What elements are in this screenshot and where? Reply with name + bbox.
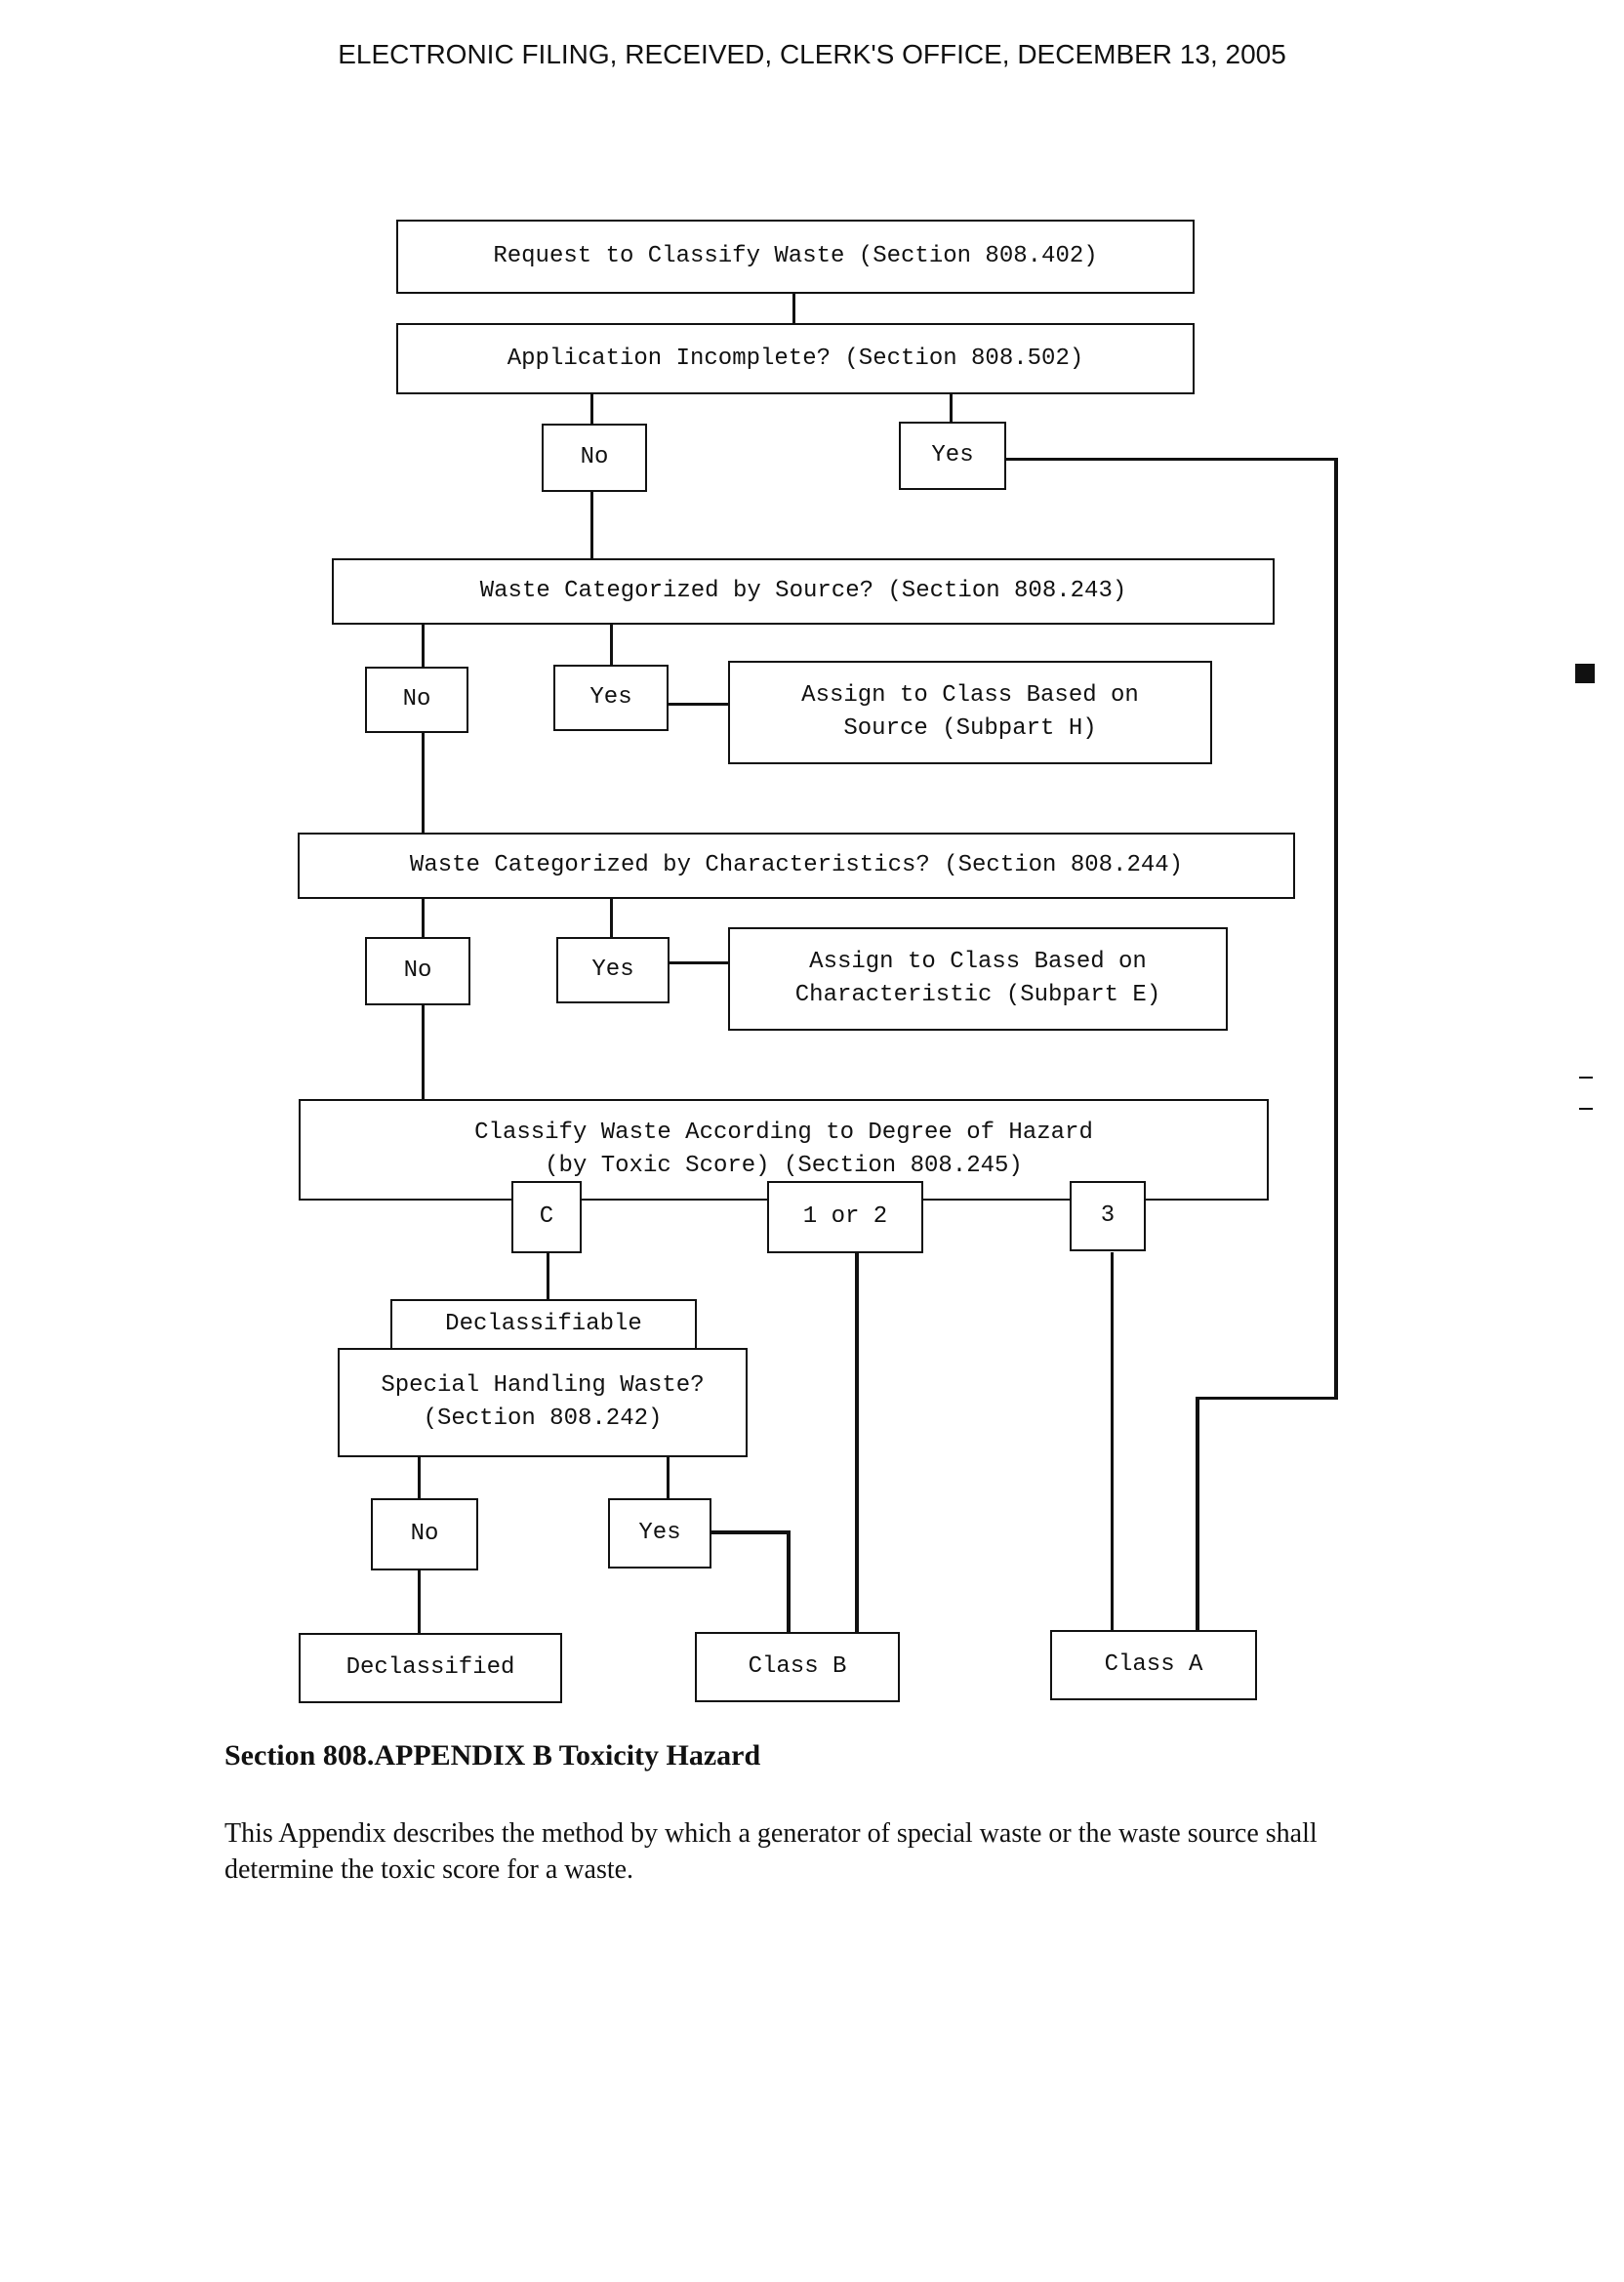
connector <box>1196 1397 1199 1639</box>
classification-flowchart: Request to Classify Waste (Section 808.4… <box>298 220 1338 1703</box>
incomplete-no-box: No <box>542 424 647 492</box>
class-b-box: Class B <box>695 1632 900 1702</box>
connector <box>710 1530 791 1534</box>
assign-by-characteristic-box: Assign to Class Based on Characteristic … <box>728 927 1228 1031</box>
connector <box>669 703 730 706</box>
connector <box>418 1457 421 1504</box>
connector <box>950 392 953 426</box>
score-c-box: C <box>511 1181 582 1253</box>
assign-by-source-box: Assign to Class Based on Source (Subpart… <box>728 661 1212 764</box>
section-heading: Section 808.APPENDIX B Toxicity Hazard <box>224 1739 761 1772</box>
characteristics-yes-box: Yes <box>556 937 670 1003</box>
declassifiable-box: Declassifiable <box>390 1299 697 1350</box>
filing-header: ELECTRONIC FILING, RECEIVED, CLERK'S OFF… <box>338 39 1286 69</box>
connector <box>422 896 425 939</box>
special-handling-question-box: Special Handling Waste? (Section 808.242… <box>338 1348 748 1457</box>
declassified-box: Declassified <box>299 1633 562 1703</box>
connector <box>667 1457 670 1504</box>
connector <box>547 1252 549 1301</box>
request-classify-box: Request to Classify Waste (Section 808.4… <box>396 220 1195 294</box>
connector <box>610 896 613 939</box>
connector <box>1196 1397 1338 1400</box>
connector <box>422 718 425 835</box>
connector <box>590 490 593 560</box>
connector <box>590 392 593 426</box>
score-1-or-2-box: 1 or 2 <box>767 1181 923 1253</box>
characteristics-question-box: Waste Categorized by Characteristics? (S… <box>298 833 1295 899</box>
connector <box>668 961 730 964</box>
margin-scan-mark <box>1575 664 1595 683</box>
connector <box>1005 458 1337 461</box>
application-incomplete-box: Application Incomplete? (Section 808.502… <box>396 323 1195 394</box>
special-no-box: No <box>371 1498 478 1570</box>
connector <box>610 621 613 668</box>
score-3-box: 3 <box>1070 1181 1146 1251</box>
connector <box>787 1530 791 1642</box>
margin-scan-mark <box>1579 1108 1593 1110</box>
connector <box>418 1546 421 1642</box>
connector <box>422 994 425 1101</box>
section-body: This Appendix describes the method by wh… <box>224 1818 1318 1885</box>
characteristics-no-box: No <box>365 937 470 1005</box>
source-question-box: Waste Categorized by Source? (Section 80… <box>332 558 1275 625</box>
margin-scan-mark <box>1579 1077 1593 1079</box>
source-yes-box: Yes <box>553 665 669 731</box>
incomplete-yes-box: Yes <box>899 422 1006 490</box>
connector <box>792 293 795 328</box>
connector <box>422 621 425 668</box>
connector <box>1334 458 1338 1400</box>
special-yes-box: Yes <box>608 1498 711 1569</box>
connector <box>1111 1252 1114 1639</box>
connector <box>855 1252 859 1639</box>
source-no-box: No <box>365 667 468 733</box>
class-a-box: Class A <box>1050 1630 1257 1700</box>
